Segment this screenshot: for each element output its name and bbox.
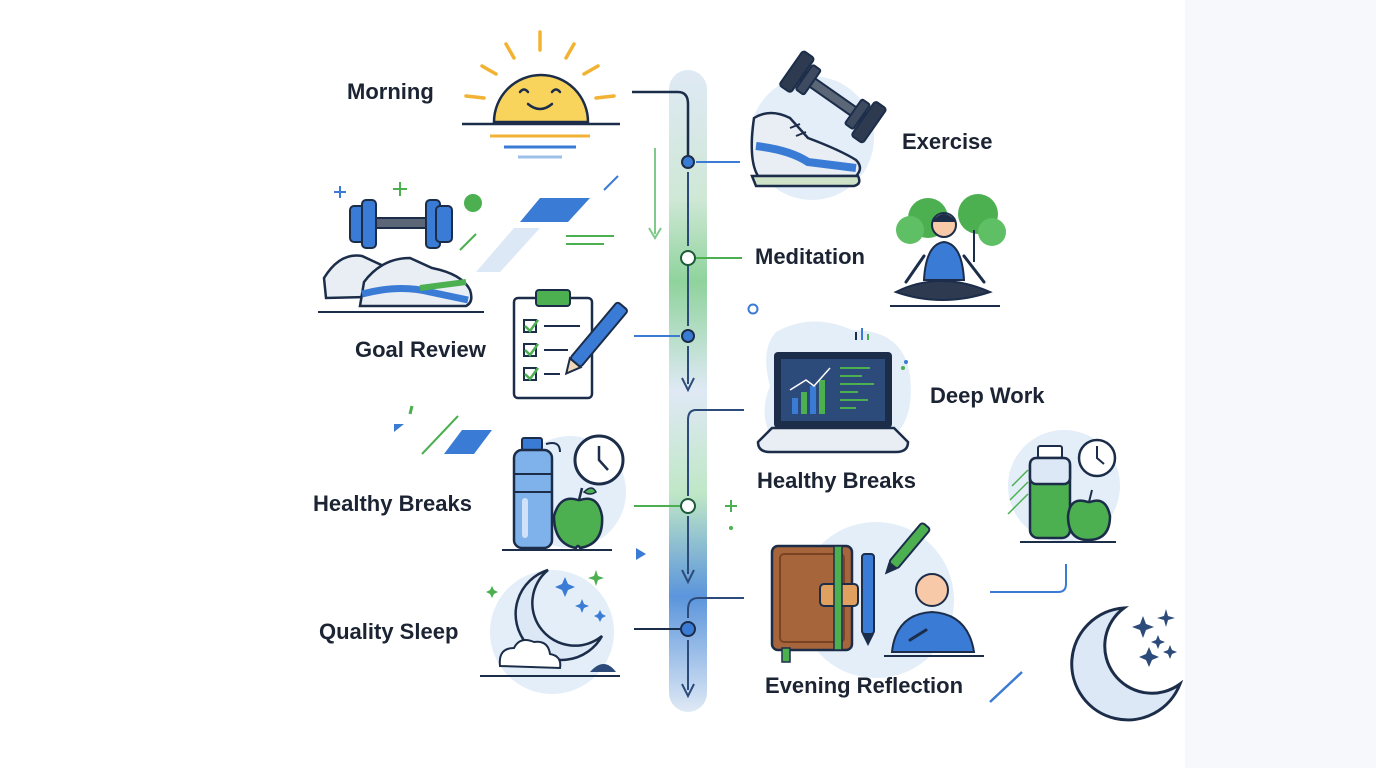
- meditation-icon: [890, 194, 1006, 307]
- label-exercise: Exercise: [902, 129, 993, 154]
- decorative-dashes: [459, 175, 619, 272]
- label-meditation: Meditation: [755, 244, 865, 269]
- label-morning: Morning: [347, 79, 434, 104]
- label-healthy-breaks-right: Healthy Breaks: [757, 468, 916, 493]
- apple-icon: [552, 487, 604, 550]
- label-quality-sleep: Quality Sleep: [319, 619, 459, 644]
- sun-icon: [462, 30, 620, 159]
- clock-icon: [1077, 438, 1117, 478]
- label-deep-work: Deep Work: [930, 383, 1045, 408]
- sneaker-icon: [318, 254, 484, 313]
- writing-person-icon: [884, 573, 984, 657]
- label-healthy-breaks-left: Healthy Breaks: [313, 491, 472, 516]
- dumbbell-icon: [334, 182, 482, 249]
- pen-icon: [861, 522, 931, 646]
- clock-icon: [573, 434, 625, 486]
- timeline-spine: [632, 70, 1067, 712]
- apple-icon: [1066, 489, 1112, 542]
- decorative-dashes: [394, 405, 492, 455]
- label-evening-reflection: Evening Reflection: [765, 673, 964, 698]
- checklist-icon: [512, 289, 628, 400]
- sneaker-icon: [750, 111, 862, 188]
- laptop-icon: [756, 321, 911, 454]
- moon-icon: [1070, 606, 1184, 722]
- label-goal-review: Goal Review: [355, 337, 486, 362]
- moon-icon: [480, 568, 620, 694]
